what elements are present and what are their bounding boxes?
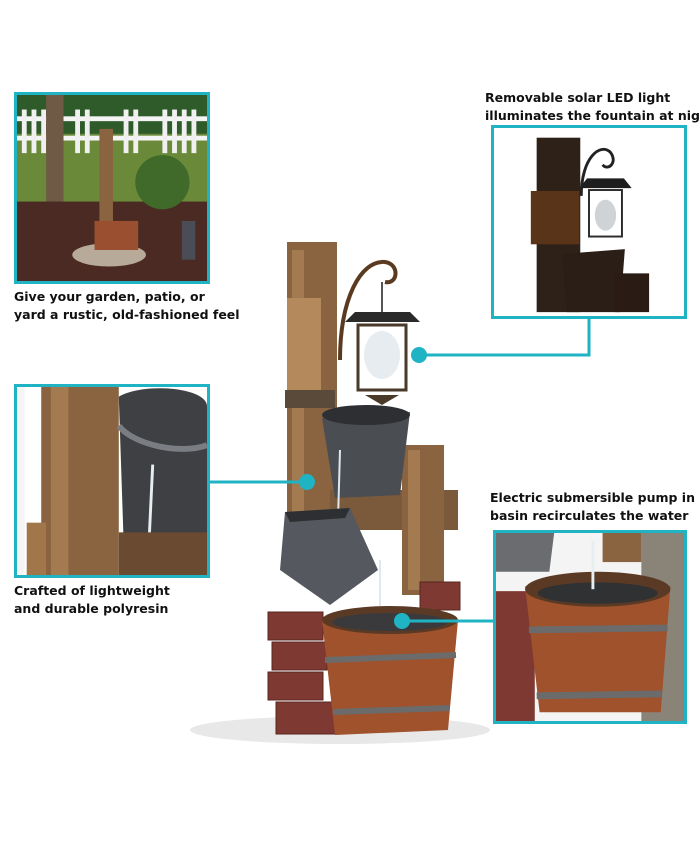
callout-dot-pump [394,613,410,629]
caption-line: Electric submersible pump in [490,490,695,505]
caption-line: basin recirculates the water [490,508,689,523]
caption-line: and durable polyresin [14,601,169,616]
callout-dot-solar [411,347,427,363]
pump-inset-image [493,530,687,724]
caption-solar: Removable solar LED light illuminates th… [485,89,700,125]
callout-dot-material [299,474,315,490]
caption-line: illuminates the fountain at night [485,108,700,123]
solar-light-inset-image [491,125,687,319]
caption-line: Give your garden, patio, or [14,289,205,304]
caption-pump: Electric submersible pump in basin recir… [490,489,695,525]
caption-line: Removable solar LED light [485,90,671,105]
caption-line: Crafted of lightweight [14,583,170,598]
caption-garden: Give your garden, patio, or yard a rusti… [14,288,240,324]
material-inset-image [14,384,210,578]
garden-inset-image [14,92,210,284]
caption-line: yard a rustic, old-fashioned feel [14,307,240,322]
caption-material: Crafted of lightweight and durable polyr… [14,582,170,618]
